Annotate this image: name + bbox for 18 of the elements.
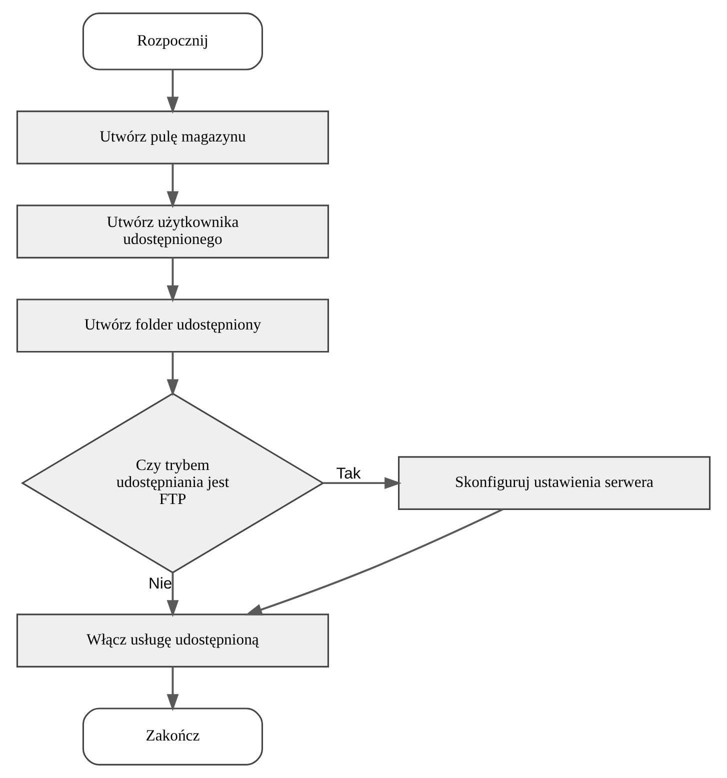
node-diamond: Czy trybem udostępniania jest FTP: [20, 392, 325, 574]
arrow: [166, 164, 179, 208]
node-box: Utwórz użytkownika udostępnionego: [16, 204, 329, 258]
arrow: [166, 666, 179, 712]
node-box: Utwórz pulę magazynu: [16, 110, 329, 164]
edge-label: Nie: [148, 576, 172, 593]
edge-label: Tak: [336, 466, 361, 483]
arrow: [166, 352, 179, 396]
node-box: Włącz usługę udostępnioną: [16, 614, 329, 668]
arrow: [245, 508, 504, 616]
node-box: Utwórz folder udostępniony: [16, 298, 329, 353]
arrow: [166, 572, 179, 618]
node-box: Skonfiguruj ustawienia serwera: [398, 456, 711, 510]
arrow: [323, 477, 402, 490]
node-box: Rozpocznij: [82, 12, 264, 70]
node-box: Zakończ: [82, 708, 264, 766]
arrow: [166, 258, 179, 302]
arrow: [166, 70, 179, 114]
